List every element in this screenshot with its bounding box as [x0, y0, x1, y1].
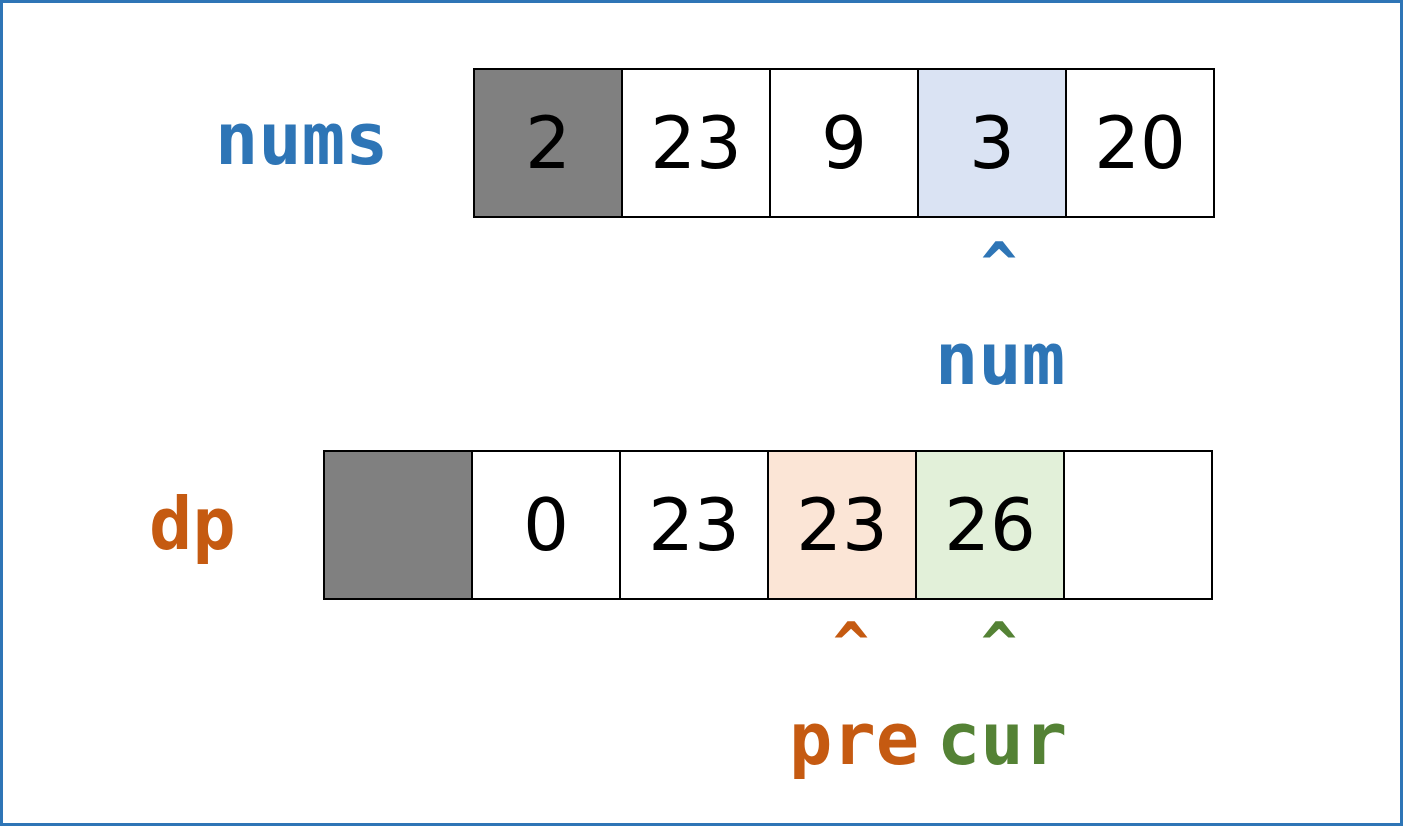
num-pointer-label: num	[935, 317, 1066, 401]
nums-cell: 9	[769, 68, 919, 218]
dp-cell	[1063, 450, 1213, 600]
nums-array: 2 23 9 3 20	[473, 68, 1215, 218]
pre-pointer-label: pre	[789, 697, 920, 781]
nums-cell: 20	[1065, 68, 1215, 218]
dp-cell: 26	[915, 450, 1065, 600]
nums-cell: 23	[621, 68, 771, 218]
dp-cell	[323, 450, 473, 600]
dp-label: dp	[149, 482, 236, 566]
dp-array: 0 23 23 26	[323, 450, 1213, 600]
num-pointer-caret: ^	[981, 230, 1018, 300]
dp-cell: 0	[471, 450, 621, 600]
pre-pointer-caret: ^	[833, 610, 870, 680]
cur-pointer-caret: ^	[981, 610, 1018, 680]
nums-cell: 2	[473, 68, 623, 218]
dp-cell: 23	[619, 450, 769, 600]
cur-pointer-label: cur	[937, 697, 1068, 781]
nums-label: nums	[215, 97, 389, 181]
nums-cell: 3	[917, 68, 1067, 218]
dp-cell: 23	[767, 450, 917, 600]
